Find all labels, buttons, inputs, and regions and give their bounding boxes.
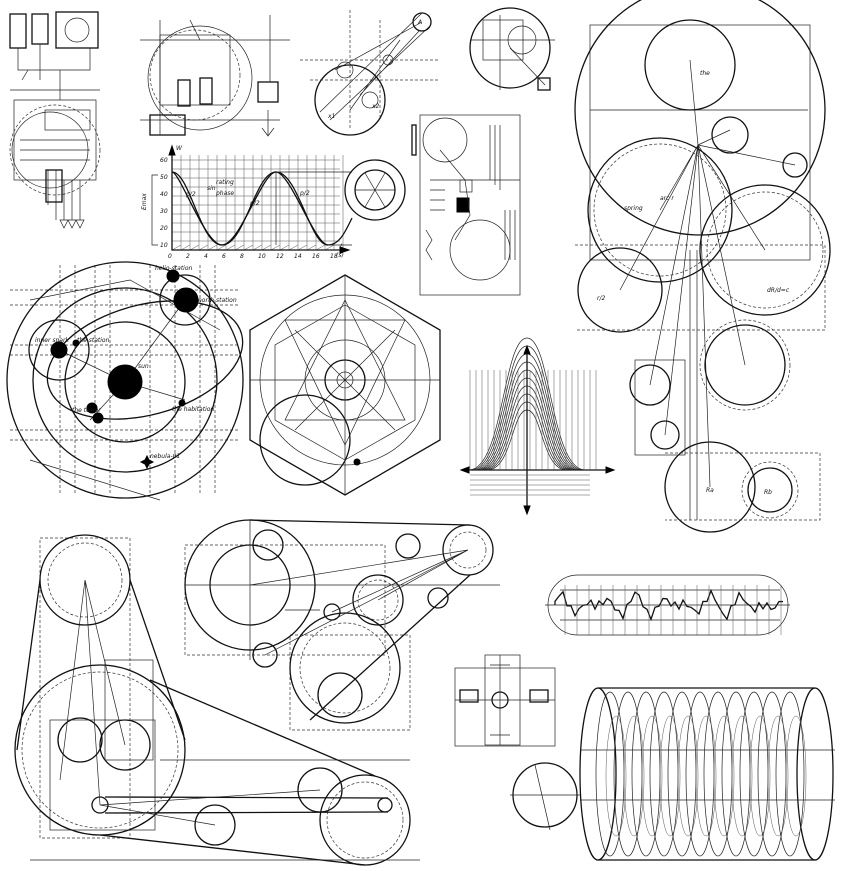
bell-curve [472, 353, 582, 471]
helix-loop [731, 715, 753, 837]
hatch [171, 244, 182, 251]
legend-item: sin [207, 185, 216, 192]
y-tick-label: 10 [160, 242, 168, 249]
helix-loop [677, 715, 699, 837]
hatch [198, 244, 209, 251]
label: arc r [660, 195, 674, 202]
x-tick-label: 2 [186, 253, 190, 260]
bell-curve [484, 401, 570, 471]
hatch [216, 244, 227, 251]
y-tick-label: 20 [160, 225, 168, 232]
bell-curve-diagram [459, 337, 616, 516]
signal-waveform-diagram [545, 574, 790, 636]
label: x1 [327, 113, 335, 120]
x-tick-label: 8 [240, 253, 244, 260]
hatch [189, 244, 200, 251]
circuit-diagram-small [454, 654, 556, 747]
helix-loop [659, 715, 681, 837]
label: Ra [706, 487, 714, 494]
hatch [261, 244, 272, 251]
helix-loop [605, 715, 627, 837]
bell-curve [478, 377, 576, 471]
helix-loop [749, 715, 771, 837]
x-tick-label: 16 [312, 253, 320, 260]
label: helio-station [155, 265, 193, 272]
hatch [225, 244, 236, 251]
orbit-diagram: sun helio-station north station inner sp… [6, 261, 244, 501]
label: spring [624, 205, 643, 212]
y-tick-label: 60 [160, 157, 168, 164]
x-tick-label: 14 [294, 253, 302, 260]
wave-chart: W t (s) p/2 p/2 p/2 rating sin phase Ema… [141, 144, 406, 260]
y-tick-label: 50 [160, 174, 168, 181]
hatch [252, 244, 263, 251]
x-axis-label: t [340, 243, 343, 250]
hatch [324, 244, 335, 251]
label: inner spark [35, 337, 69, 344]
bell-curve [482, 393, 572, 471]
y-axis-label: W [176, 145, 183, 152]
curve-label: p/2 [185, 191, 196, 198]
gear-train-diagram [184, 519, 500, 731]
side-label: Emax [141, 193, 148, 210]
bell-curve [486, 409, 568, 471]
label: the tower [72, 407, 101, 414]
hatch [315, 244, 326, 251]
gear-circle-diagram-small [469, 7, 555, 91]
x-tick-label: 6 [222, 253, 226, 260]
legend-item: rating [216, 179, 234, 186]
hatch [297, 244, 308, 251]
label: r/2 [597, 295, 605, 302]
hatch [288, 244, 299, 251]
x-tick-label: 10 [258, 253, 266, 260]
label: the habitation [172, 406, 214, 413]
hexagon-diagram [249, 274, 441, 496]
label: dR/d=c [767, 287, 790, 294]
label: nebula-01 [150, 453, 180, 460]
label: the [700, 70, 710, 77]
helix-loop [623, 715, 645, 837]
helix-loop [785, 715, 807, 837]
helix-loop [775, 691, 805, 857]
linkage-circles-diagram: the arc r spring Ra Rb dR/d=c r/2 [574, 0, 831, 533]
legend-item: phase [215, 190, 234, 197]
y-tick-label: 30 [160, 208, 168, 215]
hatch [234, 244, 245, 251]
curve-label: p/2 [249, 200, 260, 207]
label: x2 [371, 103, 380, 110]
hatch [243, 244, 254, 251]
helix-loop [641, 715, 663, 837]
x-tick-label: 4 [204, 253, 208, 260]
circuit-diagram-vertical [411, 114, 521, 296]
hatch [279, 244, 290, 251]
triangle-circles-diagram: x1 x2 A [300, 10, 440, 136]
hatch [306, 244, 317, 251]
helix-cylinder-diagram [510, 687, 835, 861]
helix-loop [767, 715, 789, 837]
helix-loop [695, 715, 717, 837]
circuit-diagram-top-center [140, 15, 290, 137]
bell-curve [468, 337, 586, 471]
x-tick-label: 18 [330, 253, 338, 260]
curve-label: p/2 [299, 190, 310, 197]
hatch [207, 244, 218, 251]
label: north station [198, 297, 237, 304]
label: Rb [764, 489, 772, 496]
x-axis-unit: (s) [336, 252, 344, 259]
helix-loop [713, 715, 735, 837]
hatch [180, 244, 191, 251]
belt-pulley-diagram [14, 534, 420, 866]
hatch [270, 244, 281, 251]
x-tick-label: 12 [276, 253, 284, 260]
label: the station [77, 337, 110, 344]
label: A [417, 19, 422, 26]
y-tick-label: 40 [160, 191, 168, 198]
bell-curve [476, 369, 578, 471]
label: sun [138, 363, 149, 370]
circuit-diagram-top-left [9, 11, 101, 229]
x-tick-label: 0 [168, 253, 172, 260]
bell-curve [474, 361, 580, 471]
